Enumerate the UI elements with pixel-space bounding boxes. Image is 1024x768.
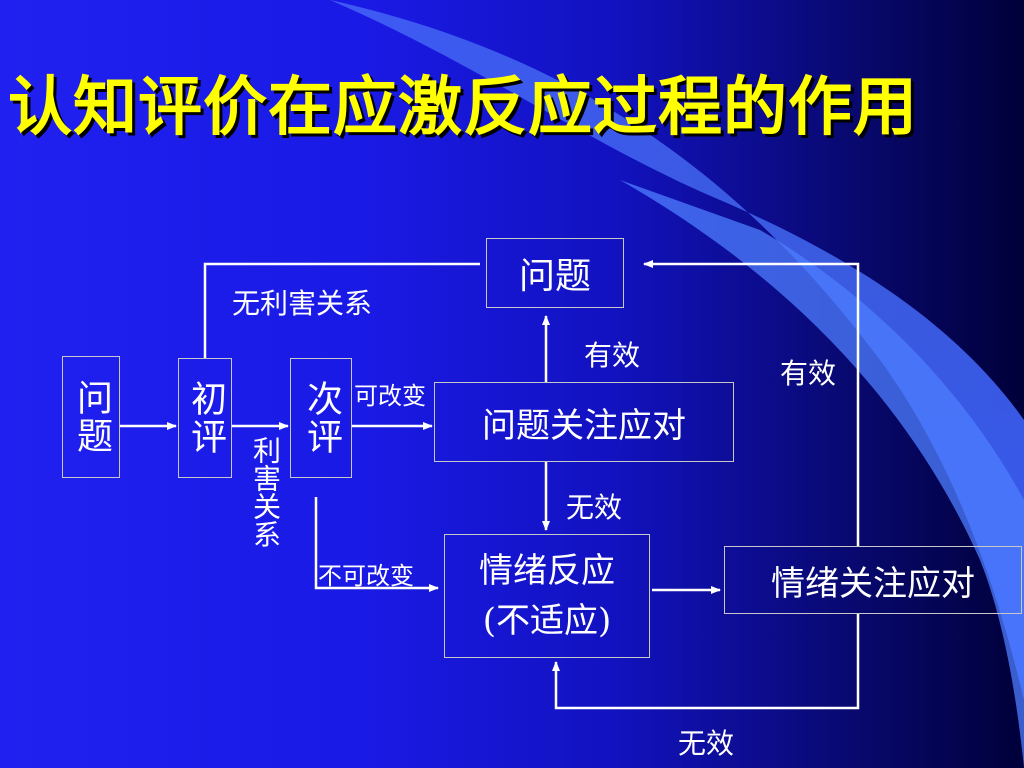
node-problem-focused-coping: 问题关注应对 [434,382,734,462]
wave-accent [620,180,1024,768]
slide-title: 认知评价在应激反应过程的作用 [8,70,918,145]
arrow-unchangeable [314,497,439,592]
label-ineffective-bottom: 无效 [678,727,735,760]
node-emotional-reaction-line2: (不适应) [482,601,612,641]
label-ineffective-middle: 无效 [566,491,623,524]
node-problem-left-label: 问题 [71,379,112,455]
node-secondary-appraisal: 次评 [290,358,352,478]
label-effective-middle: 有效 [584,339,641,372]
node-emotional-reaction-line1: 情绪反应 [479,551,615,591]
node-problem-focused-coping-label: 问题关注应对 [482,405,686,446]
label-unchangeable: 不可改变 [318,562,414,590]
node-problem-top-label: 问题 [518,256,591,297]
node-emotional-reaction: 情绪反应 (不适应) [444,534,650,658]
node-emotion-focused-coping-label: 情绪关注应对 [771,563,975,604]
node-emotion-focused-coping: 情绪关注应对 [724,546,1022,614]
line-no-interest [203,262,480,358]
label-changeable: 可改变 [354,382,426,410]
arrow-ineffective-bottom [552,614,860,710]
node-problem-top: 问题 [486,238,624,308]
label-no-interest: 无利害关系 [232,287,373,320]
arrow-effective-right [643,260,860,546]
label-effective-right: 有效 [780,357,837,390]
node-primary-appraisal: 初评 [178,358,232,478]
node-secondary-appraisal-label: 次评 [301,380,342,456]
label-interest: 利害关系 [249,436,282,548]
node-problem-left: 问题 [62,356,120,478]
node-primary-appraisal-label: 初评 [185,380,226,456]
